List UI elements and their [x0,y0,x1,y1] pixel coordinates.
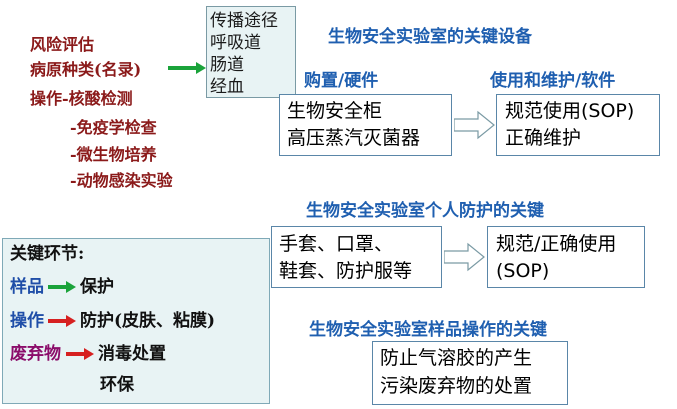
red-arrow-icon [66,348,94,360]
software-item: 正确维护 [505,127,582,149]
risk-op-item: -动物感染实验 [70,171,173,190]
protection-box [271,226,442,288]
usage-item: 规范/正确使用 [496,233,617,255]
hardware-label: 购置/硬件 [304,71,379,91]
sample-item: 污染废弃物的处置 [380,375,533,397]
hardware-box [279,94,452,156]
hardware-item: 生物安全柜 [287,100,383,122]
key-row-label: 操作 [10,311,44,331]
sample-item: 防止气溶胶的产生 [380,347,533,369]
risk-op-item: -免疫学检查 [70,118,157,137]
key-extra: 环保 [100,375,134,395]
software-label: 使用和维护/软件 [490,71,616,91]
hardware-item: 高压蒸汽灭菌器 [287,127,421,149]
key-row-label: 样品 [10,277,44,297]
protection-item: 鞋套、防护服等 [279,260,413,282]
risk-op-item: -微生物培养 [70,145,157,164]
key-row-value: 保护 [80,277,114,297]
key-title: 关键环节: [10,244,85,264]
key-row-value: 消毒处置 [98,344,166,364]
software-box [496,94,660,156]
sample-title: 生物安全实验室样品操作的关键 [309,320,547,340]
protection-title: 生物安全实验室个人防护的关键 [306,201,544,221]
green-arrow-icon [48,281,76,293]
red-arrow-icon [48,315,76,327]
route-item: 传播途径 [210,11,278,31]
protection-item: 手套、口罩、 [279,233,394,255]
risk-title: 风险评估 [30,35,95,54]
transmission-routes-box [206,6,296,98]
key-row-label: 废弃物 [10,344,61,364]
risk-pathogen: 病原种类(名录) [30,60,142,79]
block-arrow-icon [444,242,485,272]
block-arrow-icon [454,110,495,140]
usage-item: (SOP) [496,260,550,282]
green-arrow-icon [168,62,206,74]
key-links-box [2,238,270,404]
sample-box [372,341,568,405]
route-item: 肠道 [210,55,244,75]
equipment-title: 生物安全实验室的关键设备 [328,27,532,47]
route-item: 呼吸道 [210,33,261,53]
software-item: 规范使用(SOP) [505,100,635,122]
route-item: 经血 [210,77,244,97]
key-row-value: 防护(皮肤、粘膜) [80,311,216,331]
usage-box [487,226,645,288]
risk-operation: 操作-核酸检测 [30,89,133,108]
